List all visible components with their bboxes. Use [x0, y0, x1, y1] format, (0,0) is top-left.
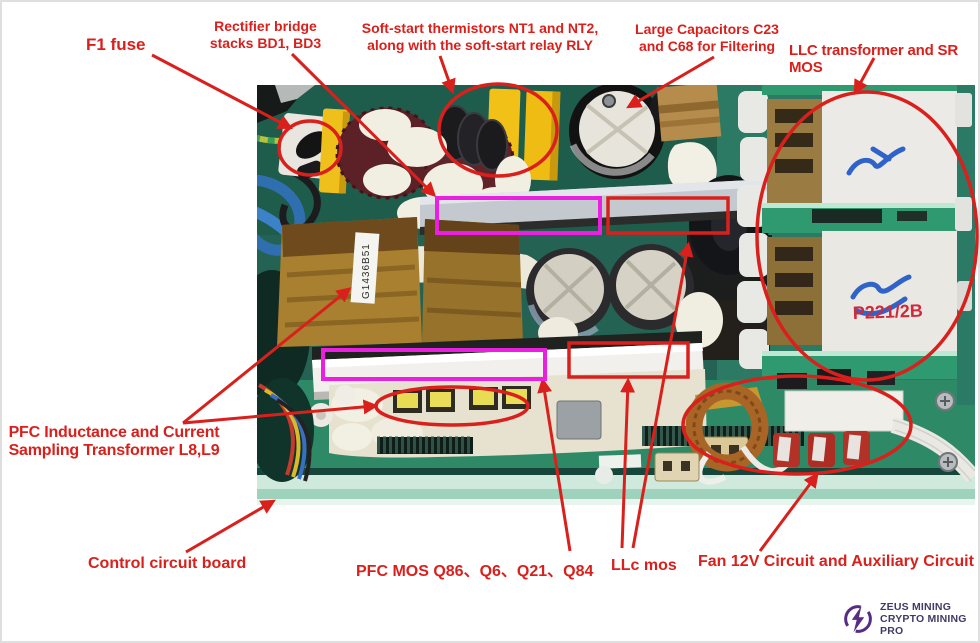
relay-box	[656, 82, 722, 142]
transformer-label-text: G1436B51	[361, 243, 372, 299]
logo-tagline: CRYPTO MINING PRO	[880, 613, 967, 637]
arrow-control-board	[185, 499, 276, 554]
label-f1-fuse: F1 fuse	[86, 35, 146, 54]
red-capacitors	[773, 431, 870, 467]
label-llc-mos: LLc mos	[611, 557, 677, 574]
psu-board-graphic: G1436B51	[234, 82, 980, 505]
pfc-transformers: G1436B51	[277, 217, 523, 347]
lightning-bolt-icon	[844, 605, 872, 633]
zeus-mining-logo: ZEUS MINING CRYPTO MINING PRO	[843, 601, 980, 637]
label-control-board: Control circuit board	[88, 555, 247, 572]
label-pfc-mos: PFC MOS Q86、Q6、Q21、Q84	[356, 563, 594, 580]
llc-transformer-boards: P221/2B	[737, 85, 975, 405]
psu-photo: G1436B51	[234, 82, 980, 505]
label-fan-12v: Fan 12V Circuit and Auxiliary Circuit	[698, 553, 974, 570]
capacitor-c23	[569, 83, 665, 179]
label-large-capacitors: Large Capacitors C23 and C68 for Filteri…	[635, 21, 779, 54]
handwritten-marker-text: P221/2B	[852, 301, 923, 323]
label-soft-start: Soft-start thermistors NT1 and NT2, alon…	[361, 20, 599, 53]
logo-name: ZEUS MINING	[880, 601, 952, 613]
label-rectifier-bridge: Rectifier bridge stacks BD1, BD3	[209, 18, 322, 51]
label-pfc-inductance: PFC Inductance and Current Sampling Tran…	[8, 424, 220, 459]
logo-text: ZEUS MINING CRYPTO MINING PRO	[880, 601, 980, 637]
label-llc-transformer: LLC transformer and SR MOS	[789, 42, 958, 76]
